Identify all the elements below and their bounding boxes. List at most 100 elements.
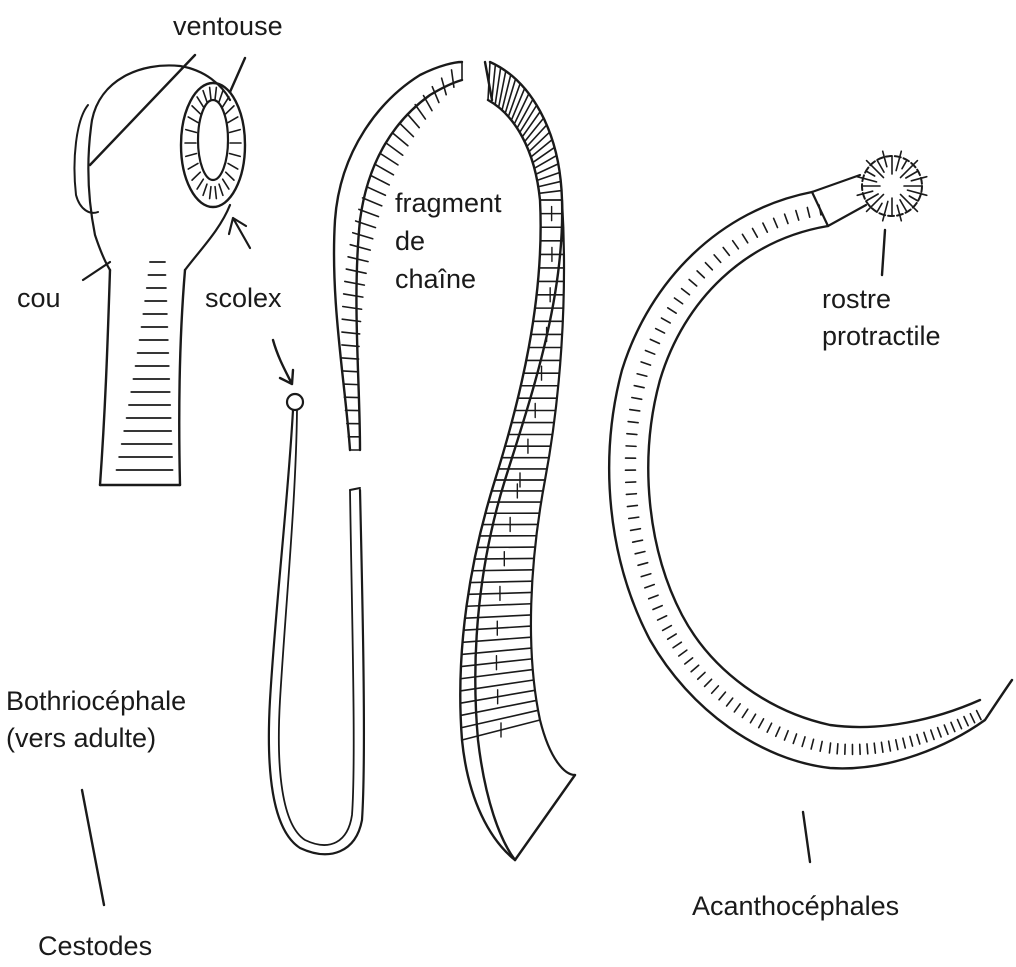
acantho-outer-edge	[609, 192, 1012, 768]
neck-left-edge	[100, 270, 110, 485]
acantho-hatch-mark	[698, 672, 705, 679]
ventouse-tick	[186, 154, 197, 157]
acantho-hatch-mark	[811, 739, 813, 749]
label-bothriocephale-line1: Bothriocéphale	[6, 686, 186, 716]
acantho-hatch-mark	[697, 271, 704, 278]
chain-segment-line	[343, 307, 362, 310]
acantho-hatch-mark	[712, 686, 719, 693]
acantho-hatch-mark	[689, 280, 697, 287]
chain-segment-line	[463, 637, 532, 642]
acantho-hatch-mark	[917, 734, 920, 744]
bothriocephale-worm	[269, 340, 364, 854]
rostre-spine	[902, 160, 907, 169]
acantho-hatch-mark	[626, 494, 636, 495]
chain-segment-line	[460, 670, 532, 679]
chain-segment-line	[376, 165, 393, 175]
ventouse-tick	[228, 117, 238, 123]
rostre-spine	[911, 177, 926, 181]
acantho-hatch-mark	[668, 634, 677, 639]
neck-segment-lines	[116, 262, 172, 470]
scolex-closeup	[75, 55, 251, 485]
rostre-spine	[909, 196, 918, 201]
acantho-hatch-mark	[682, 289, 690, 295]
ventouse-tick	[219, 91, 223, 102]
ventouse-tick	[226, 172, 234, 180]
acantho-hatch-mark	[629, 517, 639, 518]
chain-segment-line	[343, 371, 359, 372]
ventouse-pointer-line-2	[230, 58, 245, 92]
acantho-hatch-mark	[763, 223, 767, 232]
label-rostre-line2: protractile	[822, 321, 941, 351]
label-scolex: scolex	[205, 283, 282, 313]
rostre-pointer-line	[882, 230, 885, 275]
ventouse-tick	[203, 91, 207, 102]
chain-segment-line	[460, 680, 533, 691]
acantho-proboscis-stalk	[812, 175, 866, 226]
ventouse-tick	[219, 184, 223, 195]
label-fragment-line2: de	[395, 226, 425, 256]
acantho-hatch-mark	[634, 386, 644, 388]
chain-segment-line	[381, 154, 398, 165]
acantho-hatch-mark	[727, 698, 733, 706]
rostre-spines	[857, 151, 927, 221]
rostre-spine	[900, 200, 907, 212]
ventouse-tick	[203, 184, 207, 195]
chain-segment-line	[462, 648, 532, 654]
acantho-hatch-mark	[641, 574, 651, 577]
ventouse-tick	[192, 106, 200, 114]
acantho-hatch-mark	[668, 308, 676, 313]
ventouse-tick	[223, 97, 229, 107]
ventouse-tick	[210, 87, 211, 99]
chain-segment-line	[350, 245, 370, 250]
scolex-closeup-arrow	[229, 218, 250, 248]
acantho-hatch-mark	[653, 606, 662, 610]
chain-segment-line	[343, 384, 358, 385]
acantho-hatch-mark	[752, 228, 757, 237]
acantho-hatch-mark	[958, 720, 962, 729]
chain-segment-line	[393, 134, 407, 146]
acantho-hatch-mark	[705, 263, 712, 270]
rostre-spine	[897, 205, 901, 220]
cou-pointer-line	[83, 262, 110, 280]
label-rostre-line1: rostre	[822, 284, 891, 314]
chain-segment-line	[345, 281, 365, 285]
acantho-hatch-mark	[658, 616, 667, 620]
acantho-hatch-mark	[924, 732, 927, 742]
acantho-hatch-mark	[820, 741, 822, 751]
bothrio-strand-break	[350, 488, 360, 490]
acantho-hatch-mark	[742, 234, 747, 242]
acantho-inner-edge	[648, 226, 980, 727]
acantho-hatch-mark	[627, 505, 637, 506]
chain-left-edge-1	[334, 62, 462, 450]
label-fragment-line3: chaîne	[395, 264, 476, 294]
ventouse-tick	[210, 187, 211, 199]
bothrio-strand-outer	[269, 410, 364, 854]
chain-segment-line	[505, 79, 515, 113]
rostre-spine	[900, 194, 917, 211]
acantho-hatch-mark	[944, 725, 948, 734]
ventouse-tick	[226, 106, 234, 114]
acantho-hatch-mark	[750, 714, 755, 723]
acantho-hatch-mark	[829, 743, 830, 753]
acantho-hatch-mark	[685, 658, 693, 664]
acantho-hatch-mark	[837, 744, 838, 754]
acantho-hatch-mark	[661, 318, 670, 323]
ventouse-tick	[228, 163, 238, 169]
chain-segment-line	[407, 114, 419, 128]
ventouse-tick	[197, 97, 203, 107]
chain-segment-line	[387, 144, 403, 155]
ventouse-tick	[230, 154, 241, 157]
acantho-hatch-mark	[705, 679, 712, 686]
acantho-hatch-mark	[733, 241, 739, 249]
scolex-arrow	[273, 340, 293, 384]
cestodes-pointer-line	[82, 790, 104, 905]
chain-segment-line	[432, 87, 439, 103]
rostre-spine	[866, 194, 878, 201]
acantho-hatch-mark	[635, 552, 645, 554]
acantho-hatch-mark	[931, 730, 934, 739]
ventouse-tick	[215, 87, 216, 99]
rostre-spine	[866, 171, 875, 176]
acantho-hatch-mark	[807, 207, 809, 217]
acantho-pointer-line	[803, 812, 810, 862]
